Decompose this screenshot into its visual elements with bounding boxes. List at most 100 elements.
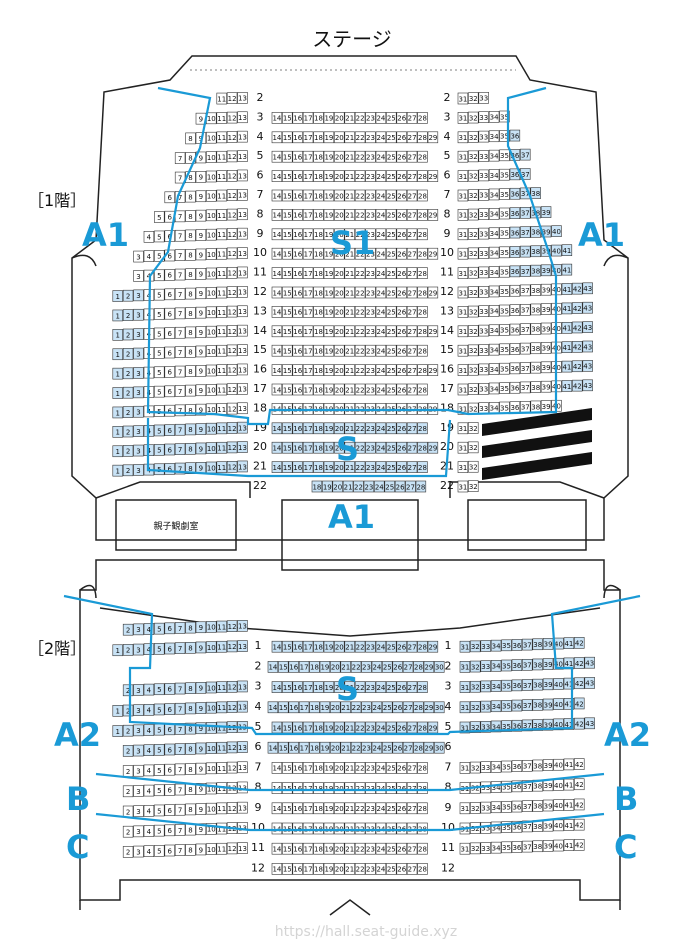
- seat[interactable]: 13: [237, 460, 248, 473]
- seat[interactable]: 24: [375, 640, 387, 653]
- seat[interactable]: 29: [427, 286, 439, 299]
- seat[interactable]: 16: [292, 228, 303, 241]
- seat[interactable]: 3: [133, 704, 144, 716]
- seat[interactable]: 4: [143, 724, 155, 736]
- seat[interactable]: 15: [282, 461, 293, 473]
- seat[interactable]: 3: [133, 825, 144, 838]
- seat[interactable]: 26: [392, 661, 403, 673]
- seat[interactable]: 1: [112, 445, 123, 458]
- seat[interactable]: 19: [323, 364, 335, 376]
- seat[interactable]: 8: [185, 682, 196, 695]
- seat[interactable]: 39: [542, 819, 554, 832]
- seat[interactable]: 35: [499, 343, 510, 356]
- seat[interactable]: 10: [206, 267, 217, 280]
- seat[interactable]: 10: [206, 782, 217, 795]
- seat[interactable]: 31: [459, 701, 471, 714]
- seat[interactable]: 16: [292, 170, 303, 182]
- seat[interactable]: 27: [406, 422, 418, 435]
- seat[interactable]: 20: [334, 681, 345, 693]
- seat[interactable]: 10: [206, 384, 217, 396]
- seat[interactable]: 32: [468, 169, 479, 182]
- seat[interactable]: 37: [520, 303, 531, 316]
- seat[interactable]: 31: [459, 762, 471, 774]
- seat[interactable]: 20: [334, 721, 345, 734]
- seat[interactable]: 27: [406, 286, 418, 299]
- seat[interactable]: 41: [561, 380, 573, 392]
- seat[interactable]: 27: [406, 842, 418, 855]
- seat[interactable]: 3: [133, 289, 144, 302]
- seat[interactable]: 18: [313, 422, 324, 435]
- seat[interactable]: 41: [563, 718, 575, 730]
- seat[interactable]: 24: [375, 131, 387, 144]
- seat[interactable]: 32: [470, 640, 481, 653]
- seat[interactable]: 16: [292, 364, 303, 376]
- seat[interactable]: 20: [334, 640, 345, 653]
- seat[interactable]: 3: [133, 845, 144, 858]
- seat[interactable]: 11: [216, 131, 227, 144]
- seat[interactable]: 17: [302, 822, 314, 835]
- seat[interactable]: 33: [478, 324, 489, 337]
- seat[interactable]: 16: [292, 461, 303, 473]
- seat[interactable]: 2: [122, 704, 134, 717]
- seat[interactable]: 18: [313, 461, 324, 473]
- seat[interactable]: 42: [572, 302, 583, 314]
- seat[interactable]: 27: [406, 822, 418, 835]
- seat[interactable]: 41: [563, 637, 575, 650]
- seat[interactable]: 22: [354, 681, 366, 693]
- seat[interactable]: 29: [427, 247, 439, 260]
- seat[interactable]: 14: [271, 422, 283, 435]
- seat[interactable]: 37: [522, 699, 533, 712]
- seat[interactable]: 35: [499, 382, 510, 394]
- seat[interactable]: 25: [386, 802, 397, 815]
- seat[interactable]: 34: [490, 700, 502, 713]
- seat[interactable]: 21: [344, 112, 355, 124]
- seat[interactable]: 34: [490, 841, 502, 854]
- seat[interactable]: 2: [122, 386, 134, 399]
- seat[interactable]: 34: [488, 266, 500, 278]
- seat[interactable]: 28: [417, 325, 428, 338]
- seat[interactable]: 29: [427, 325, 439, 338]
- seat[interactable]: 20: [334, 247, 345, 260]
- seat[interactable]: 8: [185, 249, 196, 261]
- seat[interactable]: 18: [313, 681, 324, 693]
- seat[interactable]: 17: [302, 112, 314, 124]
- seat[interactable]: 32: [468, 305, 479, 318]
- seat[interactable]: 43: [582, 301, 593, 314]
- seat[interactable]: 27: [406, 170, 418, 182]
- seat[interactable]: 5: [154, 444, 165, 456]
- seat[interactable]: 10: [206, 190, 217, 202]
- seat[interactable]: 26: [396, 170, 407, 182]
- seat[interactable]: 25: [386, 364, 397, 376]
- seat[interactable]: 22: [354, 842, 366, 855]
- seat[interactable]: 33: [478, 189, 489, 201]
- seat[interactable]: 13: [237, 421, 248, 434]
- seat[interactable]: 11: [216, 383, 227, 396]
- seat[interactable]: 24: [375, 170, 387, 182]
- seat[interactable]: 39: [542, 638, 554, 650]
- seat[interactable]: 19: [323, 112, 335, 124]
- seat[interactable]: 27: [406, 325, 418, 338]
- seat[interactable]: 16: [292, 721, 303, 734]
- seat[interactable]: 18: [313, 441, 324, 454]
- seat[interactable]: 9: [195, 803, 207, 815]
- seat[interactable]: 29: [427, 170, 439, 182]
- seat[interactable]: 4: [143, 703, 155, 716]
- seat[interactable]: 38: [532, 658, 543, 671]
- seat[interactable]: 21: [344, 344, 355, 357]
- seat[interactable]: 10: [206, 325, 217, 338]
- seat[interactable]: 19: [323, 247, 335, 260]
- seat[interactable]: 18: [313, 344, 324, 357]
- seat[interactable]: 23: [365, 721, 376, 734]
- seat[interactable]: 17: [302, 842, 314, 855]
- seat[interactable]: 18: [309, 701, 320, 714]
- seat[interactable]: 7: [174, 385, 186, 397]
- seat[interactable]: 13: [237, 781, 248, 794]
- seat[interactable]: 36: [509, 207, 521, 219]
- seat[interactable]: 16: [292, 640, 303, 653]
- seat[interactable]: 27: [406, 802, 418, 815]
- seat[interactable]: 3: [133, 386, 144, 399]
- seat[interactable]: 27: [406, 640, 418, 653]
- seat[interactable]: 3: [133, 367, 144, 379]
- seat[interactable]: 8: [185, 742, 196, 755]
- seat[interactable]: 28: [417, 306, 428, 318]
